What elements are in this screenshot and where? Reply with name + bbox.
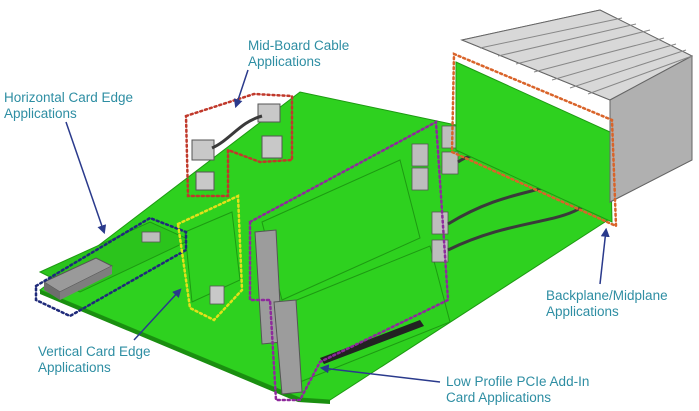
leader-low-profile bbox=[319, 364, 441, 383]
backplane-outline bbox=[450, 52, 618, 228]
backplane-label-line2: Applications bbox=[546, 304, 619, 319]
horizontal-label-line1: Horizontal Card Edge bbox=[4, 90, 134, 105]
mid-board-outline bbox=[184, 92, 294, 198]
backplane-label-line1: Backplane/Midplane bbox=[546, 288, 668, 303]
mid-board-cable-assembly bbox=[191, 103, 283, 191]
leader-vertical bbox=[133, 288, 182, 341]
vertical-label-line2: Applications bbox=[38, 360, 111, 375]
vertical-label: Vertical Card Edge Applications bbox=[38, 344, 151, 376]
vertical-edge-outline bbox=[176, 194, 244, 322]
pcie-card-upper bbox=[254, 159, 421, 345]
backplane-board bbox=[455, 61, 613, 223]
low-profile-label-line1: Low Profile PCIe Add-In bbox=[446, 374, 590, 389]
low-profile-outline bbox=[248, 119, 450, 402]
low-profile-label: Low Profile PCIe Add-In Card Application… bbox=[446, 374, 589, 406]
vertical-label-line1: Vertical Card Edge bbox=[38, 344, 151, 359]
leader-mid-board bbox=[233, 69, 249, 109]
horizontal-label: Horizontal Card Edge Applications bbox=[4, 90, 133, 122]
low-profile-label-line2: Card Applications bbox=[446, 390, 552, 405]
horizontal-card-edge-connector bbox=[42, 231, 161, 300]
mid-board-label-line2: Applications bbox=[248, 54, 321, 69]
pcie-card-lower bbox=[273, 245, 451, 395]
mid-board-label: Mid-Board Cable Applications bbox=[248, 38, 349, 70]
vertical-card-edge-board bbox=[184, 211, 241, 305]
leader-horizontal bbox=[65, 121, 107, 235]
horizontal-label-line2: Applications bbox=[4, 106, 77, 121]
horizontal-edge-outline bbox=[34, 216, 188, 318]
mid-board-label-line1: Mid-Board Cable bbox=[248, 38, 350, 53]
leader-backplane bbox=[599, 227, 610, 285]
backplane-label: Backplane/Midplane Applications bbox=[546, 288, 668, 320]
card-cage bbox=[460, 9, 694, 203]
